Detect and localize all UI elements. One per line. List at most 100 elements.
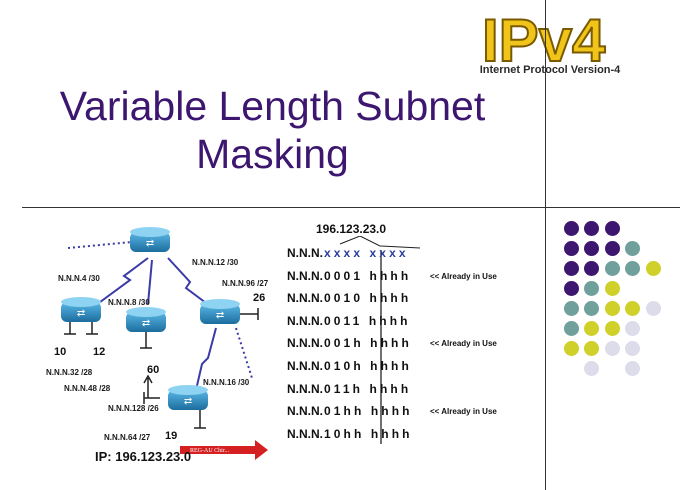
decorative-dot: [563, 301, 579, 316]
subnet-row: N.N.N.011h hhhh: [287, 382, 411, 402]
row-prefix: N.N.N.: [287, 426, 323, 441]
decorative-dot: [625, 301, 640, 316]
subnet-row: N.N.N.001h hhhh: [287, 336, 412, 356]
link-dotted-2: [235, 327, 253, 379]
row-prefix: N.N.N.: [287, 313, 323, 328]
label-19: 19: [165, 430, 178, 442]
svg-text:⇄: ⇄: [216, 310, 224, 321]
lan-stub-5: [194, 410, 206, 429]
row-bits: 0010 hhhh: [324, 291, 412, 306]
ipv4-logo: IPv4: [481, 6, 607, 75]
decorative-dot: [563, 241, 579, 256]
label-12: 12: [93, 346, 106, 358]
svg-text:⇄: ⇄: [184, 396, 192, 407]
ip-address: IP: 196.123.23.0: [95, 449, 192, 464]
decorative-dot: [625, 321, 640, 336]
row-note: << Already in Use: [430, 407, 497, 417]
row-prefix: N.N.N.: [287, 359, 323, 373]
split-lines: [339, 236, 421, 444]
subnet-row: N.N.N.01hh hhhh: [287, 404, 413, 424]
row-bits: 0001 hhhh: [324, 268, 412, 283]
title-line-2: Masking: [196, 131, 349, 177]
base-address: 196.123.23.0: [316, 222, 387, 236]
row-prefix: N.N.N.: [287, 246, 323, 260]
lan-stub-4: [143, 392, 160, 404]
subnet-row: N.N.N.xxxx xxxx: [287, 246, 409, 266]
label-60: 60: [147, 364, 160, 376]
decorative-dot: [563, 321, 579, 336]
decorative-dot: [584, 321, 599, 336]
row-prefix: N.N.N.: [287, 404, 323, 419]
decorative-dot: [604, 341, 620, 356]
subnet-row: N.N.N.010h hhhh: [287, 359, 412, 379]
svg-text:⇄: ⇄: [77, 308, 85, 319]
router-top: ⇄: [130, 227, 170, 252]
row-bits: 011h hhhh: [324, 381, 412, 396]
decorative-dot: [563, 261, 579, 276]
decorative-dot: [645, 301, 661, 316]
subnet-row: N.N.N.0011 hhhh: [287, 314, 411, 334]
decorative-dot: [584, 241, 599, 256]
svg-text:IPv4: IPv4: [482, 7, 606, 74]
label-n64: N.N.N.64 /27: [104, 433, 151, 442]
router-bottom: ⇄: [168, 385, 208, 410]
router-left: ⇄: [61, 297, 101, 322]
row-bits: xxxx xxxx: [324, 246, 409, 260]
decorative-dot: [604, 221, 620, 236]
decorative-dot: [584, 301, 599, 316]
row-note: << Already in Use: [430, 339, 497, 349]
decorative-dot: [584, 341, 599, 356]
network-diagram: ⇄ ⇄ ⇄ ⇄ ⇄ REG-AU Chir...: [61, 227, 268, 460]
link-serial-4: [195, 327, 217, 391]
link-serial-2: [147, 259, 153, 305]
router-middle: ⇄: [126, 307, 166, 332]
row-bits: 10hh hhhh: [324, 426, 413, 441]
lan-stub-2: [140, 332, 152, 349]
subnet-row: N.N.N.10hh hhhh: [287, 427, 413, 447]
decorative-dot: [604, 241, 620, 256]
page-title: Variable Length Subnet Masking: [0, 82, 545, 178]
router-right: ⇄: [200, 299, 240, 324]
label-n32: N.N.N.32 /28: [46, 368, 93, 377]
label-n48: N.N.N.48 /28: [64, 384, 111, 393]
title-line-1: Variable Length Subnet: [59, 83, 486, 129]
decorative-dot: [584, 221, 599, 236]
divider-horizontal: [22, 207, 680, 208]
label-n8: N.N.N.8 /30: [108, 298, 150, 307]
label-n128: N.N.N.128 /26: [108, 404, 159, 413]
svg-text:⇄: ⇄: [146, 238, 154, 249]
arrow-up: [143, 374, 153, 398]
decorative-dot: [625, 361, 640, 376]
decorative-dot: [645, 261, 661, 276]
decorative-dot: [563, 221, 579, 236]
decorative-dot: [584, 281, 599, 296]
lan-stub-1: [64, 320, 98, 335]
red-arrow: REG-AU Chir...: [180, 440, 268, 460]
svg-text:REG-AU Chir...: REG-AU Chir...: [190, 448, 230, 454]
label-n96: N.N.N.96 /27: [222, 279, 269, 288]
logo-subtitle: Internet Protocol Version-4: [479, 64, 621, 76]
label-26: 26: [253, 292, 266, 304]
decorative-dot: [584, 361, 599, 376]
label-n16: N.N.N.16 /30: [203, 378, 250, 387]
row-prefix: N.N.N.: [287, 336, 323, 351]
link-serial-3: [167, 257, 211, 307]
decorative-dot: [604, 281, 620, 296]
row-bits: 0011 hhhh: [324, 313, 411, 328]
lan-stub-3: [240, 308, 259, 320]
decorative-dot: [563, 281, 579, 296]
link-serial-1: [91, 257, 149, 309]
row-bits: 01hh hhhh: [324, 404, 413, 419]
row-bits: 010h hhhh: [324, 359, 412, 373]
link-wan-dotted: [67, 241, 133, 249]
subnet-row: N.N.N.0001 hhhh: [287, 269, 411, 289]
label-n4: N.N.N.4 /30: [58, 274, 100, 283]
label-10: 10: [54, 346, 67, 358]
label-n12: N.N.N.12 /30: [192, 258, 239, 267]
decorative-dot: [625, 341, 640, 356]
decorative-dot: [604, 301, 620, 316]
subnet-row: N.N.N.0010 hhhh: [287, 291, 411, 311]
svg-text:⇄: ⇄: [142, 318, 150, 329]
row-note: << Already in Use: [430, 271, 497, 281]
decorative-dot: [604, 321, 620, 336]
